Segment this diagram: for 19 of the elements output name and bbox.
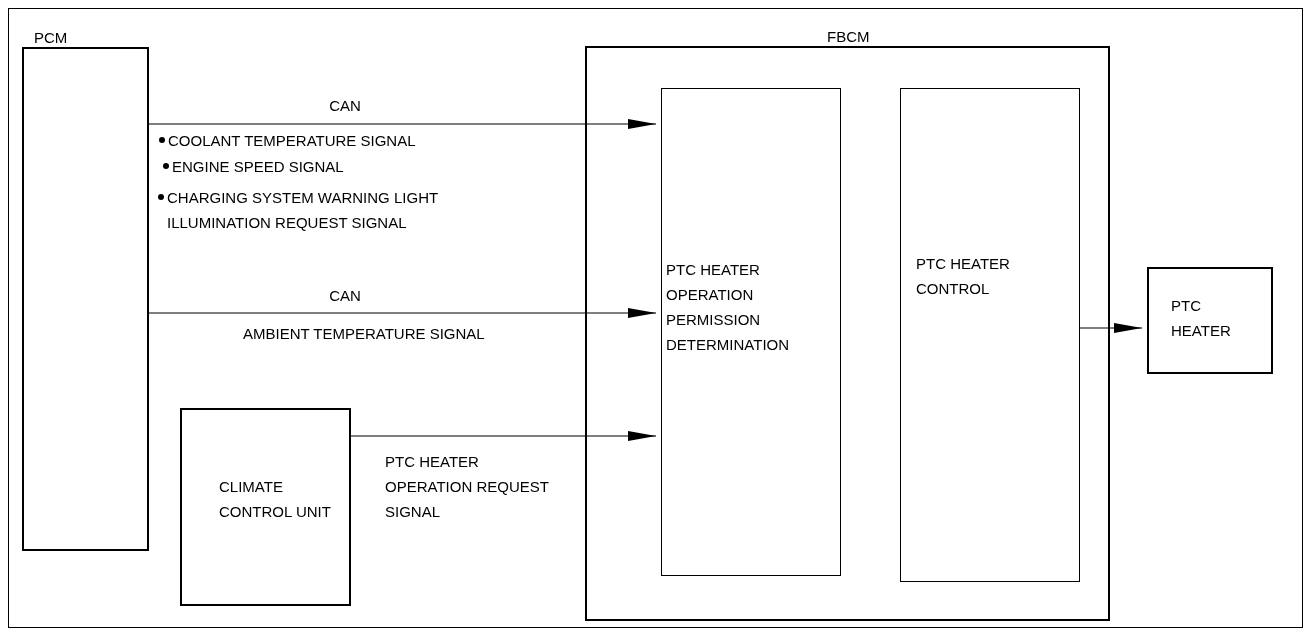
box-text: PTC HEATER CONTROL — [916, 254, 1011, 299]
arrow — [350, 431, 657, 441]
box-text: PTC HEATER — [1171, 296, 1232, 341]
function-box — [661, 88, 841, 576]
signal-text: ENGINE SPEED SIGNAL — [172, 157, 345, 177]
arrow — [1079, 323, 1143, 333]
arrow — [148, 119, 657, 129]
module-box — [1147, 267, 1273, 374]
signal-text: PTC HEATER OPERATION REQUEST SIGNAL — [385, 452, 550, 522]
module-name: PCM — [34, 28, 68, 48]
module-box — [180, 408, 351, 606]
function-box — [900, 88, 1080, 582]
arrow — [148, 308, 657, 318]
signal-text: AMBIENT TEMPERATURE SIGNAL — [243, 324, 486, 344]
box-text: PTC HEATER OPERATION PERMISSION DETERMINATION — [666, 260, 791, 355]
signal-text: COOLANT TEMPERATURE SIGNAL — [168, 131, 417, 151]
module-name: FBCM — [827, 27, 870, 47]
box-text: CLIMATE CONTROL UNIT — [219, 477, 332, 522]
signal-text: CHARGING SYSTEM WARNING LIGHT ILLUMINATION REQUEST SIGNAL — [167, 188, 439, 233]
